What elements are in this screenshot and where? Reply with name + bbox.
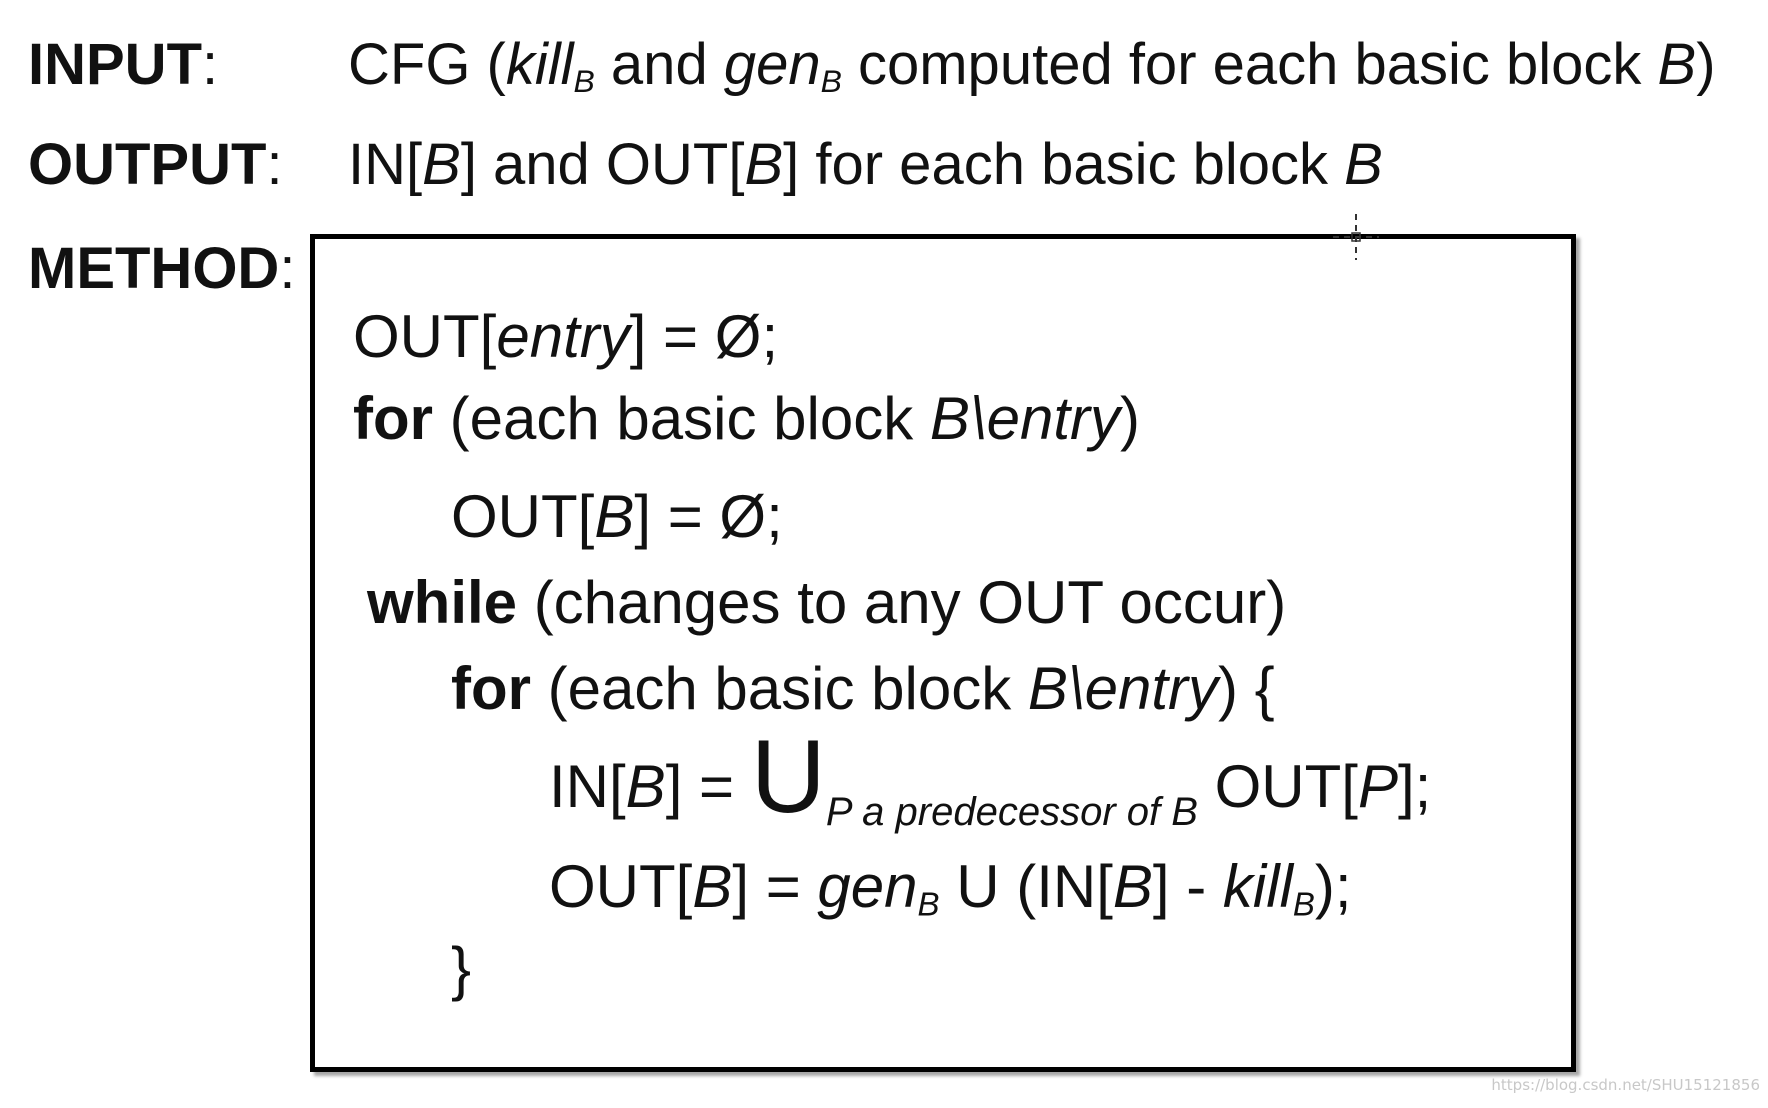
line5-entry: \entry xyxy=(1067,655,1218,722)
output-b2: B xyxy=(744,132,784,197)
method-label-text: METHOD xyxy=(28,236,280,301)
output-text-2: ] and OUT[ xyxy=(460,132,745,197)
line2-entry: \entry xyxy=(969,385,1120,452)
line1-pre: OUT[ xyxy=(353,303,497,370)
line6-pre: IN[ xyxy=(549,753,626,820)
method-line-for-loop: for (each basic block B\entry) { xyxy=(451,659,1275,719)
method-line-close-brace: } xyxy=(451,939,471,999)
line7-gen: gen xyxy=(817,853,918,920)
input-label-text: INPUT xyxy=(28,32,202,97)
line7-gen-sub: B xyxy=(917,885,940,923)
line7-pre: OUT[ xyxy=(549,853,693,920)
line2-b: B xyxy=(929,385,970,452)
line5-pre: (each basic block xyxy=(530,655,1028,722)
line1-post: ] = Ø; xyxy=(629,303,779,370)
line5-b: B xyxy=(1027,655,1068,722)
closing-brace: } xyxy=(451,935,472,1002)
watermark: https://blog.csdn.net/SHU15121856 xyxy=(1491,1076,1760,1094)
input-gen-sub: B xyxy=(820,62,842,99)
input-label: INPUT: xyxy=(28,36,218,94)
method-line-out-transfer: OUT[B] = genB U (IN[B] - killB); xyxy=(549,857,1352,921)
crosshair-cursor-icon xyxy=(1333,214,1379,260)
line5-keyword-for: for xyxy=(451,655,531,722)
output-label-colon: : xyxy=(266,132,283,197)
method-box: OUT[entry] = Ø; for (each basic block B\… xyxy=(310,234,1576,1072)
line6-post-1: OUT[ xyxy=(1197,753,1358,820)
line7-kill-sub: B xyxy=(1292,885,1315,923)
line4-text: (changes to any OUT occur) xyxy=(517,569,1287,636)
input-description: CFG (killB and genB computed for each ba… xyxy=(348,36,1716,97)
output-label: OUTPUT: xyxy=(28,136,283,194)
line3-b: B xyxy=(594,483,635,550)
line1-entry: entry xyxy=(496,303,630,370)
input-text-3: computed for each basic block xyxy=(841,32,1658,97)
line7-minus: ] - xyxy=(1152,853,1223,920)
output-description: IN[B] and OUT[B] for each basic block B xyxy=(348,136,1383,194)
output-b1: B xyxy=(422,132,461,197)
line4-keyword-while: while xyxy=(367,569,518,636)
input-kill: kill xyxy=(505,32,574,97)
output-text-3: ] for each basic block xyxy=(783,132,1345,197)
union-subscript: P a predecessor of B xyxy=(825,790,1198,834)
input-text-2: and xyxy=(594,32,724,97)
input-text-4: ) xyxy=(1696,32,1716,97)
input-kill-sub: B xyxy=(573,62,595,99)
input-label-colon: : xyxy=(202,32,219,97)
line7-kill: kill xyxy=(1222,853,1293,920)
input-text-1: CFG ( xyxy=(348,32,506,97)
method-line-out-entry: OUT[entry] = Ø; xyxy=(353,307,778,367)
line7-eq: ] = xyxy=(732,853,818,920)
method-line-while: while (changes to any OUT occur) xyxy=(367,573,1286,633)
input-block: B xyxy=(1657,32,1697,97)
line6-p: P xyxy=(1357,753,1398,820)
method-label: METHOD: xyxy=(28,240,295,298)
line6-b: B xyxy=(625,753,666,820)
line3-post: ] = Ø; xyxy=(634,483,783,550)
method-line-out-b-init: OUT[B] = Ø; xyxy=(451,487,783,547)
line6-eq: ] = xyxy=(665,753,751,820)
input-gen: gen xyxy=(723,32,821,97)
method-line-in-union: IN[B] = UP a predecessor of B OUT[P]; xyxy=(549,725,1431,832)
line3-pre: OUT[ xyxy=(451,483,595,550)
line7-mid: U (IN[ xyxy=(939,853,1113,920)
union-symbol: U xyxy=(750,719,826,836)
output-b3: B xyxy=(1344,132,1383,197)
line7-post: ); xyxy=(1314,853,1352,920)
line2-pre: (each basic block xyxy=(432,385,930,452)
line6-post-2: ]; xyxy=(1397,753,1432,820)
line7-b: B xyxy=(692,853,733,920)
output-text-1: IN[ xyxy=(348,132,423,197)
line2-keyword-for: for xyxy=(353,385,433,452)
line2-post: ) xyxy=(1119,385,1140,452)
line5-post: ) { xyxy=(1217,655,1275,722)
output-label-text: OUTPUT xyxy=(28,132,267,197)
line7-b2: B xyxy=(1112,853,1153,920)
method-line-for-init: for (each basic block B\entry) xyxy=(353,389,1140,449)
method-label-colon: : xyxy=(279,236,296,301)
